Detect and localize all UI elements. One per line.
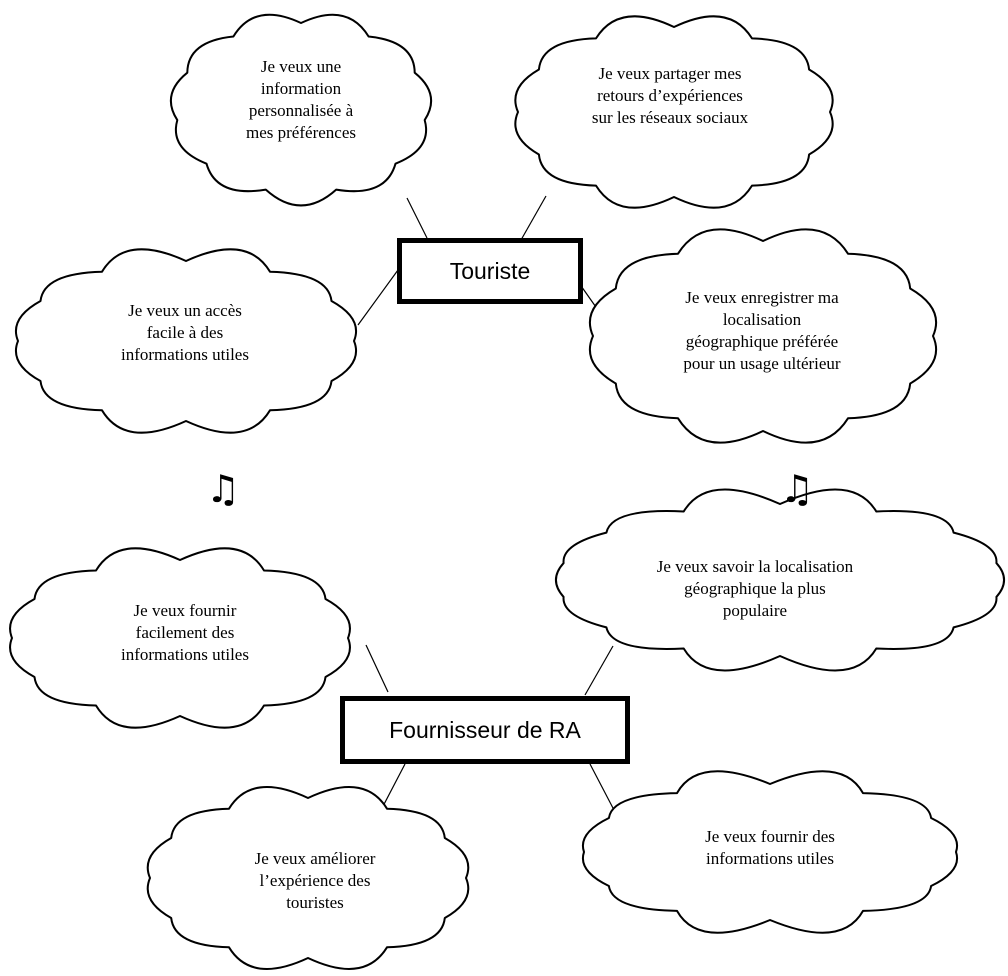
cloud-share-experience <box>514 15 834 209</box>
need-line: information <box>260 79 342 98</box>
need-line: facilement des <box>135 623 235 642</box>
need-line: Je veux améliorer <box>254 849 376 868</box>
need-line: retours d’expériences <box>597 86 743 105</box>
connector-provider-provide-info <box>589 763 615 811</box>
need-line: personnalisée à <box>248 101 354 120</box>
need-line: facile à des <box>146 323 224 342</box>
need-line: géographique préférée <box>685 332 839 351</box>
need-provide-easily: Je veux fournir facilement des informati… <box>95 600 275 666</box>
music-note-icon: ♫ <box>206 467 241 511</box>
need-easy-access: Je veux un accès facile à des informatio… <box>90 300 280 366</box>
need-line: Je veux un accès <box>128 301 242 320</box>
need-line: informations utiles <box>121 345 249 364</box>
need-line: Je veux partager mes <box>598 64 742 83</box>
connector-tourist-share <box>520 195 547 241</box>
need-line: géographique la plus <box>684 579 826 598</box>
cloud-improve-experience <box>146 786 470 970</box>
need-line: mes préférences <box>246 123 356 142</box>
cloud-easy-access <box>14 248 358 434</box>
need-personalized-info: Je veux une information personnalisée à … <box>216 56 386 144</box>
need-improve-experience: Je veux améliorer l’expérience des touri… <box>225 848 405 914</box>
need-share-experience: Je veux partager mes retours d’expérienc… <box>560 63 780 129</box>
need-provide-info: Je veux fournir des informations utiles <box>670 826 870 870</box>
cloud-popular-location <box>554 488 1006 672</box>
actor-provider: Fournisseur de RA <box>340 696 630 764</box>
need-line: Je veux savoir la localisation <box>656 557 854 576</box>
need-line: informations utiles <box>706 849 834 868</box>
need-line: pour un usage ultérieur <box>683 354 841 373</box>
actor-tourist: Touriste <box>397 238 583 304</box>
need-save-location: Je veux enregistrer ma localisation géog… <box>652 287 872 375</box>
music-note-icon: ♫ <box>780 467 815 511</box>
cloud-provide-easily <box>9 547 351 729</box>
need-line: localisation <box>722 310 802 329</box>
cloud-provide-info <box>581 770 959 934</box>
need-line: Je veux enregistrer ma <box>685 288 839 307</box>
need-line: informations utiles <box>121 645 249 664</box>
need-line: touristes <box>286 893 344 912</box>
need-line: Je veux une <box>260 57 342 76</box>
need-line: populaire <box>722 601 788 620</box>
cloud-personalized-info <box>169 13 433 207</box>
connector-tourist-personalized <box>406 197 428 239</box>
connector-tourist-easy-access <box>357 269 399 326</box>
need-popular-location: Je veux savoir la localisation géographi… <box>630 556 880 622</box>
connector-provider-provide-easily <box>365 644 389 693</box>
need-line: sur les réseaux sociaux <box>591 108 749 127</box>
need-line: Je veux fournir des <box>705 827 835 846</box>
need-line: Je veux fournir <box>133 601 237 620</box>
need-line: l’expérience des <box>259 871 371 890</box>
cloud-save-location <box>588 228 938 444</box>
connector-provider-popular-location <box>584 645 614 696</box>
